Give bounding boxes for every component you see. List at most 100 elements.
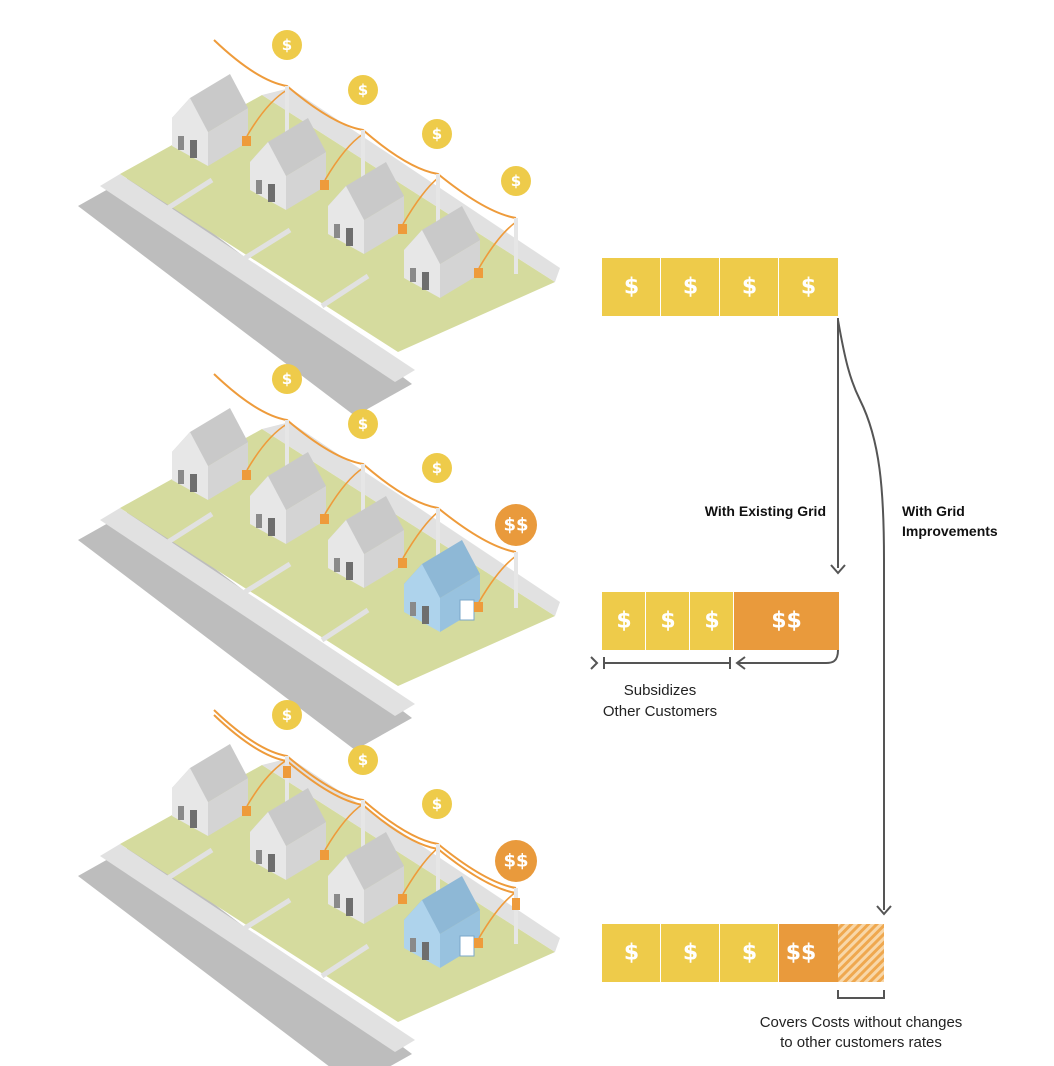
covers-label-line2: to other customers rates <box>780 1034 942 1051</box>
cost-coin <box>422 789 452 819</box>
cost-coin-symbol: $ <box>282 370 292 388</box>
house <box>328 832 439 924</box>
electric-meter <box>320 850 329 860</box>
electric-meter <box>242 136 251 146</box>
lot-divider <box>243 227 292 261</box>
house-side <box>208 778 248 836</box>
existing-grid-arrowhead <box>830 564 846 575</box>
grid-improvements-arrow <box>837 319 885 910</box>
grid-improvements-label-line2: Improvements <box>902 523 998 539</box>
bar-segment-single <box>646 592 690 650</box>
cost-coin <box>422 119 452 149</box>
cost-coin-symbol: $ <box>282 706 292 724</box>
lot-divider <box>320 943 370 979</box>
house-window <box>334 894 340 908</box>
house-window <box>256 850 262 864</box>
house <box>404 206 517 298</box>
subsidy-return-arrowhead <box>735 656 746 670</box>
cost-coin <box>272 364 302 394</box>
cost-coin <box>422 453 452 483</box>
house <box>250 118 364 210</box>
cost-coin-symbol: $$ <box>503 851 528 872</box>
heat-pump-unit <box>459 935 475 957</box>
house-window <box>256 180 262 194</box>
neighborhood-illustrations: $$$$$$$$$$$$$$ <box>78 30 560 1066</box>
bar-label-single: $ <box>683 941 698 966</box>
lot-divider <box>166 177 214 211</box>
cost-coin-symbol: $ <box>282 36 292 54</box>
house-door <box>346 898 353 916</box>
cost-coin <box>348 75 378 105</box>
bar-label-single: $ <box>801 275 816 300</box>
service-drop <box>246 423 288 471</box>
lot-divider <box>320 607 370 643</box>
electric-meter <box>320 180 329 190</box>
subsidy-bracket <box>603 657 731 669</box>
electric-meter <box>398 894 407 904</box>
lot-divider <box>243 897 292 931</box>
house-window <box>178 136 184 150</box>
bar-label-double: $$ <box>771 609 802 634</box>
cost-coin <box>272 30 302 60</box>
house-door <box>190 810 197 828</box>
house-door <box>268 854 275 872</box>
lot-divider <box>166 847 214 881</box>
house-window <box>256 514 262 528</box>
bill-bar-with-existing-grid: $$$$$ <box>602 592 839 650</box>
electric-meter <box>242 470 251 480</box>
cost-coin-symbol: $ <box>511 172 521 190</box>
sidewalk <box>100 174 415 382</box>
house-electrified <box>404 876 517 968</box>
existing-grid-label: With Existing Grid <box>705 503 826 519</box>
house-window <box>410 602 416 616</box>
bar-label-single: $ <box>624 941 639 966</box>
bar-segment-single <box>602 592 646 650</box>
service-drop <box>324 467 364 515</box>
electric-meter <box>242 806 251 816</box>
house-door <box>190 474 197 492</box>
house-window <box>178 470 184 484</box>
bar-segment-hatched-cost <box>838 924 884 982</box>
back-sidewalk <box>262 758 560 952</box>
bar-segment-double <box>734 592 839 650</box>
cost-coin-symbol: $ <box>358 415 368 433</box>
neighborhood-block: $$$$ <box>78 30 560 416</box>
grid-improvements-arrowhead <box>876 905 892 916</box>
house-door <box>346 228 353 246</box>
house-side <box>364 866 404 924</box>
bar-segment-single <box>602 924 661 982</box>
bar-segment-single <box>720 258 779 316</box>
lot-divider <box>243 561 292 595</box>
bar-label-single: $ <box>704 609 719 634</box>
cost-coin-double <box>495 840 537 882</box>
cost-coin <box>348 745 378 775</box>
transformer-icon <box>283 766 291 778</box>
house <box>250 788 364 880</box>
bar-segment-single <box>720 924 779 982</box>
service-drop <box>402 511 439 559</box>
cost-coin-symbol: $ <box>358 751 368 769</box>
subsidizes-label-line1: Subsidizes <box>624 682 697 699</box>
subsidizes-label-line2: Other Customers <box>603 703 717 720</box>
house-window <box>178 806 184 820</box>
house-window <box>410 938 416 952</box>
electric-meter <box>398 224 407 234</box>
road <box>78 844 412 1066</box>
bar-segment-single <box>690 592 734 650</box>
heat-pump-unit <box>459 599 475 621</box>
service-drop <box>402 847 439 895</box>
sidewalk <box>100 508 415 716</box>
lot-divider <box>166 511 214 545</box>
house-side <box>364 196 404 254</box>
service-drop <box>246 89 288 137</box>
electric-meter <box>320 514 329 524</box>
house-side <box>208 108 248 166</box>
bill-bar-existing: $$$$ <box>602 258 838 316</box>
neighborhood-block: $$$$$ <box>78 700 560 1066</box>
service-drop <box>478 891 517 939</box>
house-door <box>190 140 197 158</box>
house-door <box>422 606 429 624</box>
house <box>172 74 288 166</box>
bar-label-double: $$ <box>786 941 817 966</box>
